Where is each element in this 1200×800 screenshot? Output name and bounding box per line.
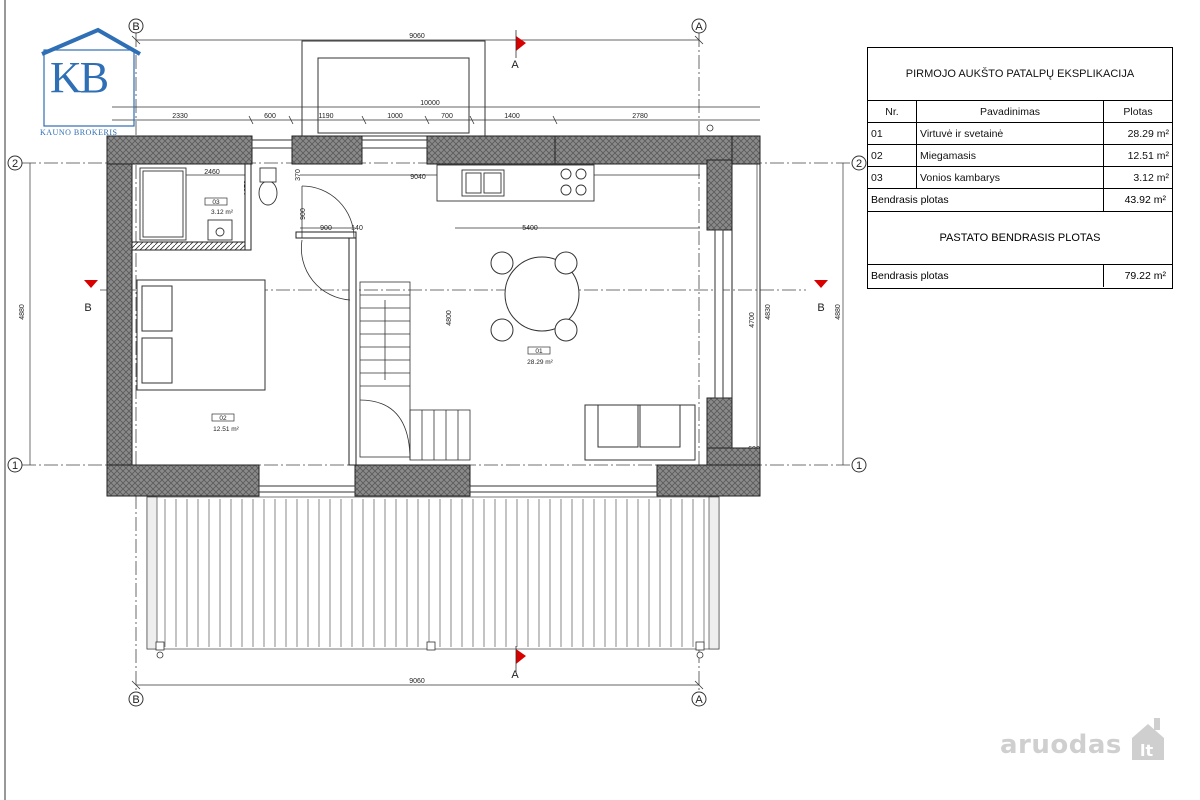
axis-bubbles [7, 18, 867, 707]
axis-label-b-bottom: B [132, 694, 139, 706]
room-02-number: 02 [219, 415, 227, 422]
dim-right-overall-a: 4830 [765, 304, 772, 320]
section-label-a-bottom: A [511, 669, 519, 681]
svg-text:lt: lt [1140, 741, 1153, 760]
top-annex [301, 40, 486, 137]
room-01-number: 01 [535, 348, 543, 355]
terrace-deck [146, 496, 720, 650]
building-total-label: Bendrasis plotas [868, 265, 1104, 287]
dim-bottom-total: 9060 [409, 678, 425, 685]
dim-bath-width: 2460 [204, 169, 220, 176]
dim-hall-gap: 140 [351, 225, 363, 232]
floor-total-label: Bendrasis plotas [868, 189, 1104, 211]
building-total-title: PASTATO BENDRASIS PLOTAS [868, 212, 1172, 265]
dim-seg-4: 1000 [387, 113, 403, 120]
kitchen-counter [436, 164, 595, 202]
exterior-walls [106, 135, 761, 497]
table-row: 03 Vonios kambarys 3.12 m² [868, 166, 1172, 189]
row-area: 3.12 m² [1103, 166, 1172, 189]
building-total-row: Bendrasis plotas 79.22 m² [868, 265, 1172, 287]
aruodas-lt-icon: lt [1132, 718, 1164, 760]
house-roof-icon [41, 27, 141, 56]
sofa [584, 404, 696, 461]
logo-subtitle: KAUNO BROKERIS [40, 128, 118, 137]
dim-kitchen-run: 9040 [410, 174, 426, 181]
section-markers [84, 36, 828, 664]
axis-label-2-left: 2 [12, 158, 18, 170]
axis-label-1-left: 1 [12, 460, 18, 472]
dim-living-width: 5400 [522, 225, 538, 232]
row-nr: 02 [868, 144, 917, 167]
room-explication-table: PIRMOJO AUKŠTO PATALPŲ EKSPLIKACIJA Nr. … [867, 47, 1173, 289]
row-nr: 01 [868, 122, 917, 145]
dim-seg-6: 1400 [504, 113, 520, 120]
dim-door-height: 900 [300, 208, 307, 220]
dim-right-inner: 4700 [749, 312, 756, 328]
header-area: Plotas [1103, 101, 1172, 123]
axis-label-a-bottom: A [695, 694, 703, 706]
terrace-posts [155, 124, 714, 659]
room-02-area: 12.51 m² [213, 426, 239, 433]
logo [41, 27, 141, 127]
logo-letters: KB [50, 53, 109, 102]
floor-total-value: 43.92 m² [1124, 194, 1166, 206]
dim-wc-gap: 370 [295, 169, 302, 181]
room-01-area: 28.29 m² [527, 359, 553, 366]
table-row: 01 Virtuvė ir svetainė 28.29 m² [868, 122, 1172, 145]
section-label-b-right: B [817, 302, 824, 314]
row-name: Miegamasis [916, 144, 1104, 167]
room-03-area: 3.12 m² [211, 209, 234, 216]
axis-label-a-top: A [695, 21, 703, 33]
row-nr: 03 [868, 166, 917, 189]
dim-right-overall-b: 4880 [835, 304, 842, 320]
building-total-value: 79.22 m² [1124, 270, 1166, 282]
door-swings [301, 185, 355, 301]
axis-label-2-right: 2 [856, 158, 862, 170]
room-tags [204, 197, 551, 422]
room-03-number: 03 [212, 199, 220, 206]
dim-hall-width: 900 [320, 225, 332, 232]
dining-set [490, 251, 580, 342]
dim-seg-3: 1190 [318, 113, 333, 120]
axis-label-1-right: 1 [856, 460, 862, 472]
dim-top-total: 9060 [409, 33, 425, 40]
section-label-a-top: A [511, 59, 519, 71]
axis-label-b-top: B [132, 21, 139, 33]
row-area: 28.29 m² [1103, 122, 1172, 145]
row-name: Vonios kambarys [916, 166, 1104, 189]
bathroom-fixtures [139, 167, 278, 241]
explication-rows: Nr. Pavadinimas Plotas 01 Virtuvė ir sve… [868, 101, 1172, 189]
dim-seg-5: 700 [441, 113, 453, 120]
table-row: 02 Miegamasis 12.51 m² [868, 144, 1172, 167]
explication-title: PIRMOJO AUKŠTO PATALPŲ EKSPLIKACIJA [868, 48, 1172, 101]
table-header-row: Nr. Pavadinimas Plotas [868, 101, 1172, 123]
row-name: Virtuvė ir svetainė [916, 122, 1104, 145]
dim-seg-2: 600 [264, 113, 276, 120]
dim-seg-1: 2330 [172, 113, 188, 120]
dim-stair-height: 4800 [446, 310, 453, 326]
window-openings [251, 139, 724, 493]
dim-seg-7: 2780 [632, 113, 648, 120]
bed [136, 279, 266, 391]
interior-walls [131, 163, 357, 466]
header-name: Pavadinimas [916, 101, 1104, 123]
dim-left-overall: 4880 [19, 304, 26, 320]
row-area: 12.51 m² [1103, 144, 1172, 167]
watermark-text: aruodas [1000, 730, 1122, 760]
dim-inner-total: 10000 [420, 100, 440, 107]
header-nr: Nr. [868, 101, 917, 123]
floor-total-row: Bendrasis plotas 43.92 m² [868, 189, 1172, 212]
section-label-b-left: B [84, 302, 91, 314]
staircase [359, 281, 471, 461]
